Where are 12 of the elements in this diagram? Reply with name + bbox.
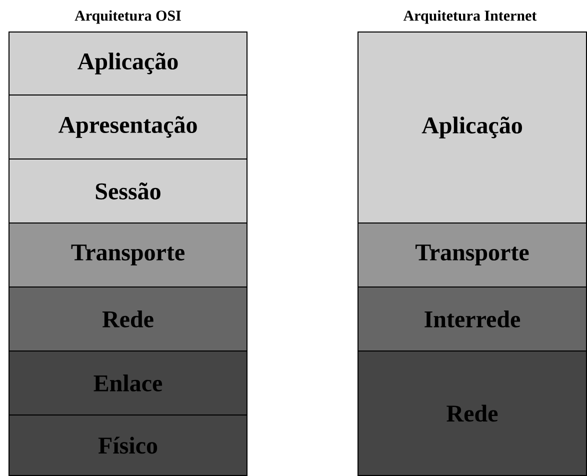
node-label: Físico: [98, 436, 158, 454]
layer-box: Transporte: [8, 222, 248, 288]
layer-box: Físico: [8, 414, 248, 476]
layer-box: Interrede: [358, 286, 587, 352]
layer-box: Sessão: [8, 158, 248, 224]
layer-box: Aplicação: [358, 32, 587, 224]
layer-box: Rede: [8, 286, 248, 352]
layer-box: Apresentação: [8, 94, 248, 160]
layer-box: Rede: [358, 350, 587, 476]
layer-box: Aplicação: [8, 32, 248, 96]
layer-box: Enlace: [8, 350, 248, 416]
layer-box: Transporte: [358, 222, 587, 288]
